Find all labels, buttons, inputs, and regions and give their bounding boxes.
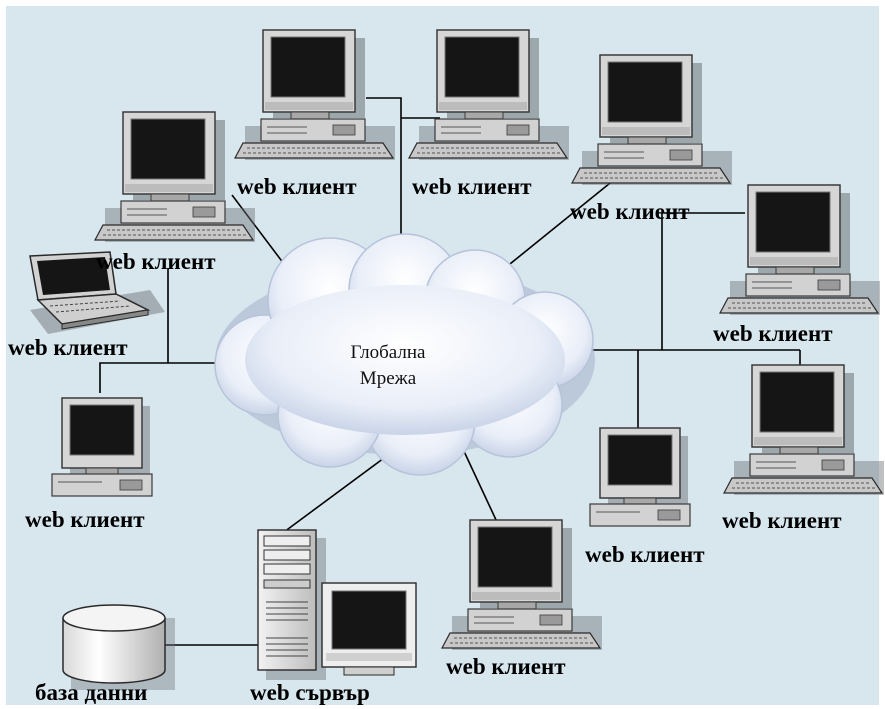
server-label: web сървър <box>250 680 370 705</box>
client-label: web клиент <box>96 249 216 274</box>
cloud-label-line-1: Глобална <box>350 342 426 363</box>
connection-lines <box>99 97 801 646</box>
client-label: web клиент <box>237 174 357 199</box>
global-network-cloud <box>214 233 595 476</box>
client-label: web клиент <box>25 507 145 532</box>
client-label: web клиент <box>713 321 833 346</box>
client-label: web клиент <box>585 542 705 567</box>
client-label: web клиент <box>412 174 532 199</box>
server-monitor-icon <box>321 582 417 676</box>
cloud-label: Глобална Мрежа <box>318 340 458 392</box>
database-icon <box>62 604 175 690</box>
laptop-icon <box>29 251 165 334</box>
client-label: web клиент <box>722 508 842 533</box>
client-label: web клиент <box>8 335 128 360</box>
client-label: web клиент <box>570 199 690 224</box>
cloud-label-line-2: Мрежа <box>359 368 417 389</box>
database-label: база данни <box>35 680 148 705</box>
server-tower-icon <box>257 529 326 680</box>
client-label: web клиент <box>446 654 566 679</box>
